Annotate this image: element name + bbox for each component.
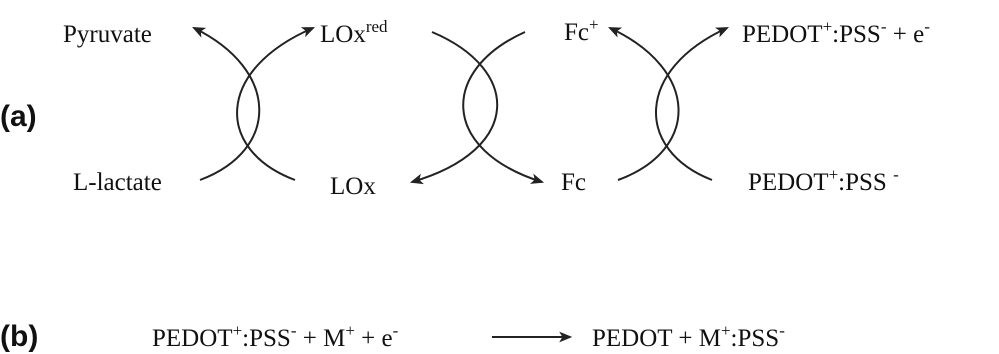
pyruvate-label: Pyruvate [63,21,152,48]
pedot-reduced-label: PEDOT+:PSS - [748,165,899,196]
l-lactate-label: L-lactate [73,169,162,196]
fc-plus-label: Fc+ [564,15,599,46]
lox-red-label: LOxred [320,17,388,48]
lox-to-lox-red-arrow [236,27,315,181]
panel-b-label: (b) [0,320,38,353]
fc-plus-to-fc-arrow [462,31,545,184]
products-label: PEDOT + M+:PSS- [592,321,785,352]
lactate-to-pyruvate-arrow [192,27,261,181]
reactants-label: PEDOT+:PSS- + M+ + e- [152,321,399,352]
fc-label: Fc [561,169,586,196]
pedot-to-pedot-oxidized-arrow [655,27,729,181]
pedot-oxidized-label: PEDOT+:PSS- + e- [742,17,930,48]
lox-label: LOx [330,173,376,200]
panel-a-label: (a) [0,100,37,133]
fc-to-fc-plus-arrow [608,27,680,181]
lox-red-to-lox-arrow [409,31,498,185]
